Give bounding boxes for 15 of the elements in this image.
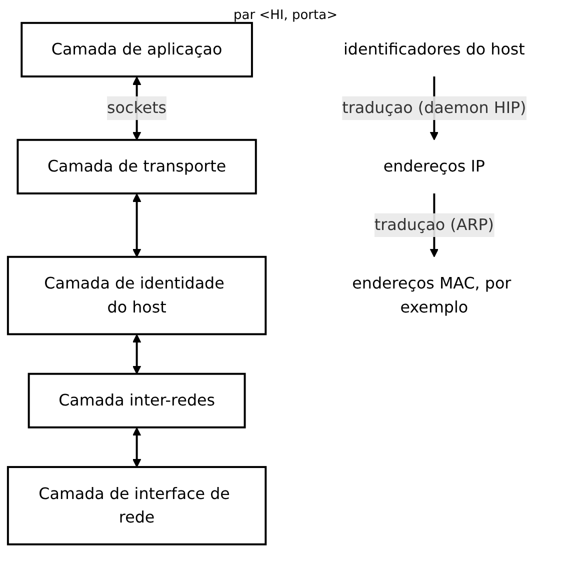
note-text: par <HI, porta> bbox=[234, 8, 338, 23]
node-text: endereços MAC, por exemplo bbox=[352, 274, 512, 317]
edge-label: traduçao (ARP) bbox=[374, 216, 494, 234]
node-text: identificadores do host bbox=[343, 40, 525, 59]
arrow bbox=[132, 428, 142, 468]
node-box: Camada de transporte bbox=[16, 139, 257, 195]
edge-label: traduçao (daemon HIP) bbox=[342, 98, 526, 118]
node-box: Camada inter-redes bbox=[28, 373, 246, 429]
edge-label: sockets bbox=[107, 98, 167, 118]
node-text: endereços IP bbox=[383, 157, 485, 176]
arrow bbox=[132, 194, 142, 258]
arrow bbox=[132, 334, 142, 375]
node-box: Camada de identidade do host bbox=[6, 256, 267, 336]
node-box: Camada de interface de rede bbox=[6, 466, 267, 546]
node-box: Camada de aplicaçao bbox=[20, 22, 253, 78]
